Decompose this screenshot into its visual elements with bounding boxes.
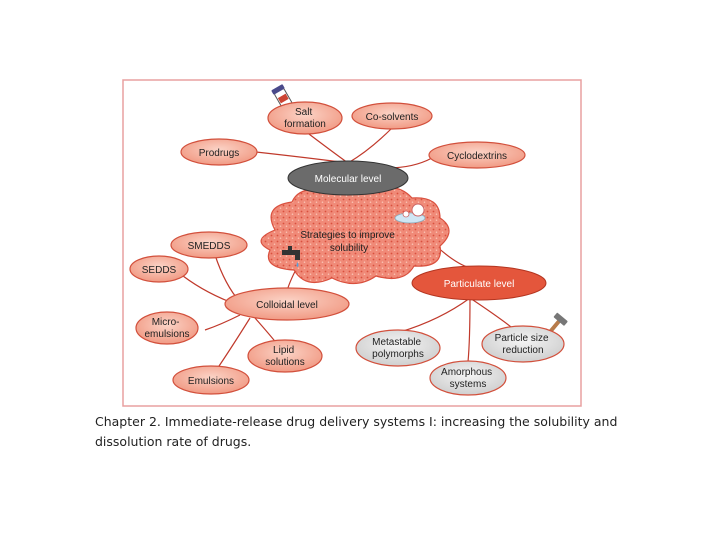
emulsions-label: Emulsions [188,376,234,387]
amorphous-systems-line-1: Amorphous [441,367,492,378]
lipid-solutions-line-2: solutions [265,357,304,368]
amorphous-systems-node: Amorphous systems [429,360,507,396]
smedds-label: SMEDDS [188,241,231,252]
sedds-label: SEDDS [142,265,177,276]
smedds-node: SMEDDS [170,231,248,259]
dissolving-tablet-icon [394,203,426,224]
metastable-polymorphs-line-1: Metastable [372,337,421,348]
colloidal-level-label: Colloidal level [256,300,318,311]
lipid-solutions-line-1: Lipid [273,345,294,356]
microemulsions-line-2: emulsions [144,329,189,340]
particulate-level-label: Particulate level [444,279,515,290]
prodrugs-label: Prodrugs [199,148,240,159]
svg-text:Strategies to improve so: Strategies to improve solubility [300,230,397,254]
particle-size-line-2: reduction [502,345,543,356]
cosolvents-node: Co-solvents [351,102,433,130]
prodrugs-node: Prodrugs [180,138,258,166]
salt-formation-node: Salt formation [267,101,343,135]
emulsions-node: Emulsions [172,365,250,395]
salt-formation-line-2: formation [284,119,326,130]
microemulsions-node: Micro- emulsions [135,311,199,345]
metastable-polymorphs-line-2: polymorphs [372,349,424,360]
svg-text:Metastable polymorphs: Metastable polymorphs [372,337,424,360]
particle-size-line-1: Particle size [495,333,549,344]
particulate-level-node: Particulate level [411,265,547,301]
salt-formation-line-1: Salt [295,107,312,118]
sedds-node: SEDDS [129,255,189,283]
cyclodextrins-label: Cyclodextrins [447,151,507,162]
svg-text:Lipid solutions: Lipid solutions [265,345,304,368]
svg-text:Amorphous systems: Amorphous systems [441,367,495,390]
microemulsions-line-1: Micro- [152,317,180,328]
lipid-solutions-node: Lipid solutions [247,339,323,373]
figure-caption: Chapter 2. Immediate-release drug delive… [95,414,618,449]
particle-size-reduction-node: Particle size reduction [481,325,565,363]
molecular-level-label: Molecular level [315,174,382,185]
cyclodextrins-node: Cyclodextrins [428,141,526,169]
svg-text:Salt formation: Salt formation [284,107,326,130]
metastable-polymorphs-node: Metastable polymorphs [355,329,441,367]
cosolvents-label: Co-solvents [366,112,419,123]
center-label-line-2: solubility [330,243,368,254]
svg-text:Micro- emulsions: Micro- emulsions [144,317,189,340]
svg-text:Particle size reduction: Particle size reduction [495,333,552,356]
colloidal-level-node: Colloidal level [224,287,350,321]
amorphous-systems-line-2: systems [450,379,487,390]
center-label-line-1: Strategies to improve [300,230,395,241]
molecular-level-node: Molecular level [287,160,409,196]
tap-icon [282,246,300,267]
